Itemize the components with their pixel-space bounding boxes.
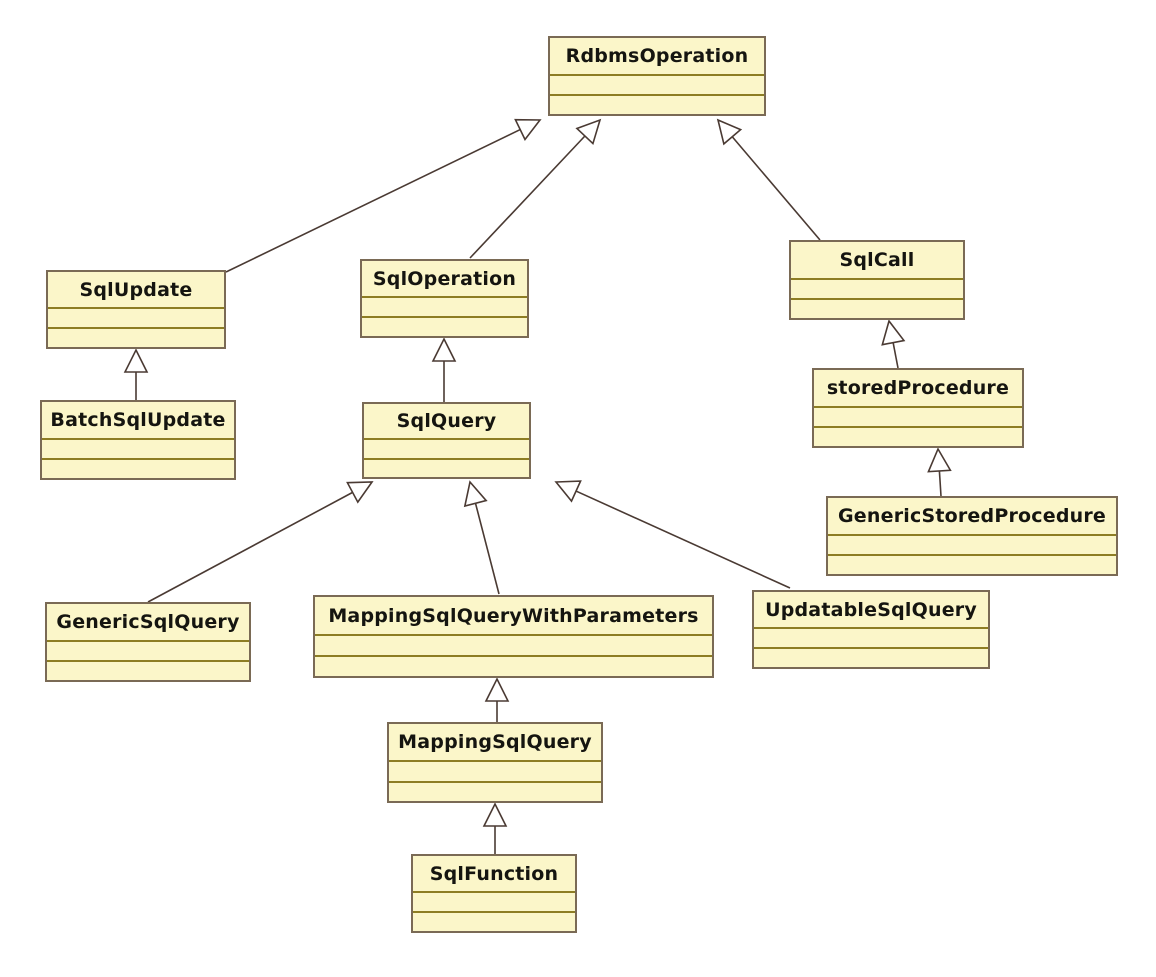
generalization-edge-sqlCall-to-rdbmsOperation: [716, 118, 821, 241]
edge-line: [469, 135, 586, 259]
uml-class-name: MappingSqlQuery: [389, 724, 601, 762]
edge-line: [575, 490, 791, 589]
generalization-arrowhead-icon: [431, 337, 457, 362]
edge-line: [225, 128, 521, 273]
uml-class-mappingSqlQueryWithParameters[interactable]: MappingSqlQueryWithParameters: [313, 595, 714, 678]
uml-class-sqlFunction[interactable]: SqlFunction: [411, 854, 577, 933]
uml-class-name: GenericSqlQuery: [47, 604, 249, 642]
uml-attributes-compartment: [814, 408, 1022, 428]
uml-class-batchSqlUpdate[interactable]: BatchSqlUpdate: [40, 400, 236, 480]
uml-attributes-compartment: [315, 636, 712, 657]
uml-class-updatableSqlQuery[interactable]: UpdatableSqlQuery: [752, 590, 990, 669]
uml-class-name: RdbmsOperation: [550, 38, 764, 76]
uml-class-sqlQuery[interactable]: SqlQuery: [362, 402, 531, 479]
uml-operations-compartment: [42, 460, 234, 478]
uml-operations-compartment: [413, 913, 575, 931]
generalization-arrowhead-icon: [514, 118, 542, 142]
uml-class-name: MappingSqlQueryWithParameters: [315, 597, 712, 636]
uml-class-genericStoredProcedure[interactable]: GenericStoredProcedure: [826, 496, 1118, 576]
generalization-edge-genericSqlQuery-to-sqlQuery: [147, 481, 374, 603]
uml-operations-compartment: [362, 318, 527, 336]
generalization-edge-genericStoredProcedure-to-storedProcedure: [927, 447, 952, 497]
uml-attributes-compartment: [48, 309, 224, 329]
generalization-edge-batchSqlUpdate-to-sqlUpdate: [123, 348, 149, 400]
uml-attributes-compartment: [791, 280, 963, 300]
uml-operations-compartment: [828, 556, 1116, 574]
uml-class-genericSqlQuery[interactable]: GenericSqlQuery: [45, 602, 251, 682]
uml-class-name: SqlOperation: [362, 261, 527, 298]
generalization-arrowhead-icon: [482, 802, 508, 827]
uml-operations-compartment: [754, 649, 988, 667]
uml-class-sqlCall[interactable]: SqlCall: [789, 240, 965, 320]
edge-line: [731, 136, 821, 241]
generalization-arrowhead-icon: [554, 480, 582, 503]
uml-class-storedProcedure[interactable]: storedProcedure: [812, 368, 1024, 448]
uml-operations-compartment: [47, 662, 249, 680]
generalization-arrowhead-icon: [123, 348, 149, 373]
uml-class-name: SqlQuery: [364, 404, 529, 440]
uml-attributes-compartment: [550, 76, 764, 96]
generalization-arrowhead-icon: [484, 677, 510, 702]
generalization-arrowhead-icon: [881, 319, 906, 346]
uml-class-sqlOperation[interactable]: SqlOperation: [360, 259, 529, 338]
uml-operations-compartment: [550, 96, 764, 114]
uml-class-sqlUpdate[interactable]: SqlUpdate: [46, 270, 226, 349]
uml-class-name: SqlFunction: [413, 856, 575, 893]
uml-class-name: SqlCall: [791, 242, 963, 280]
uml-operations-compartment: [364, 460, 529, 478]
uml-attributes-compartment: [47, 642, 249, 662]
generalization-edge-updatableSqlQuery-to-sqlQuery: [554, 480, 791, 589]
uml-operations-compartment: [814, 428, 1022, 446]
uml-operations-compartment: [791, 300, 963, 318]
uml-class-name: UpdatableSqlQuery: [754, 592, 988, 629]
generalization-edge-mappingSqlQueryWithParameters-to-sqlQuery: [463, 480, 500, 595]
uml-operations-compartment: [315, 657, 712, 676]
generalization-edge-mappingSqlQuery-to-mappingSqlQueryWithParameters: [484, 677, 510, 722]
uml-operations-compartment: [48, 329, 224, 347]
uml-class-name: GenericStoredProcedure: [828, 498, 1116, 536]
uml-class-name: BatchSqlUpdate: [42, 402, 234, 440]
edge-line: [474, 503, 500, 595]
uml-attributes-compartment: [754, 629, 988, 649]
generalization-edge-sqlUpdate-to-rdbmsOperation: [225, 118, 542, 273]
edge-line: [938, 470, 942, 497]
generalization-arrowhead-icon: [575, 118, 602, 146]
uml-attributes-compartment: [364, 440, 529, 460]
generalization-edge-sqlOperation-to-rdbmsOperation: [469, 118, 602, 259]
generalization-edge-sqlQuery-to-sqlOperation: [431, 337, 457, 402]
uml-operations-compartment: [389, 783, 601, 802]
uml-class-rdbmsOperation[interactable]: RdbmsOperation: [548, 36, 766, 116]
uml-class-mappingSqlQuery[interactable]: MappingSqlQuery: [387, 722, 603, 803]
generalization-arrowhead-icon: [346, 481, 374, 504]
uml-attributes-compartment: [828, 536, 1116, 556]
generalization-arrowhead-icon: [927, 447, 952, 473]
uml-attributes-compartment: [362, 298, 527, 318]
edge-line: [892, 342, 899, 369]
uml-attributes-compartment: [413, 893, 575, 913]
uml-class-name: storedProcedure: [814, 370, 1022, 408]
generalization-arrowhead-icon: [463, 480, 488, 508]
edge-line: [147, 491, 353, 603]
generalization-arrowhead-icon: [716, 118, 743, 146]
generalization-edge-storedProcedure-to-sqlCall: [881, 319, 906, 369]
uml-class-name: SqlUpdate: [48, 272, 224, 309]
generalization-edge-sqlFunction-to-mappingSqlQuery: [482, 802, 508, 854]
uml-attributes-compartment: [42, 440, 234, 460]
uml-attributes-compartment: [389, 762, 601, 783]
